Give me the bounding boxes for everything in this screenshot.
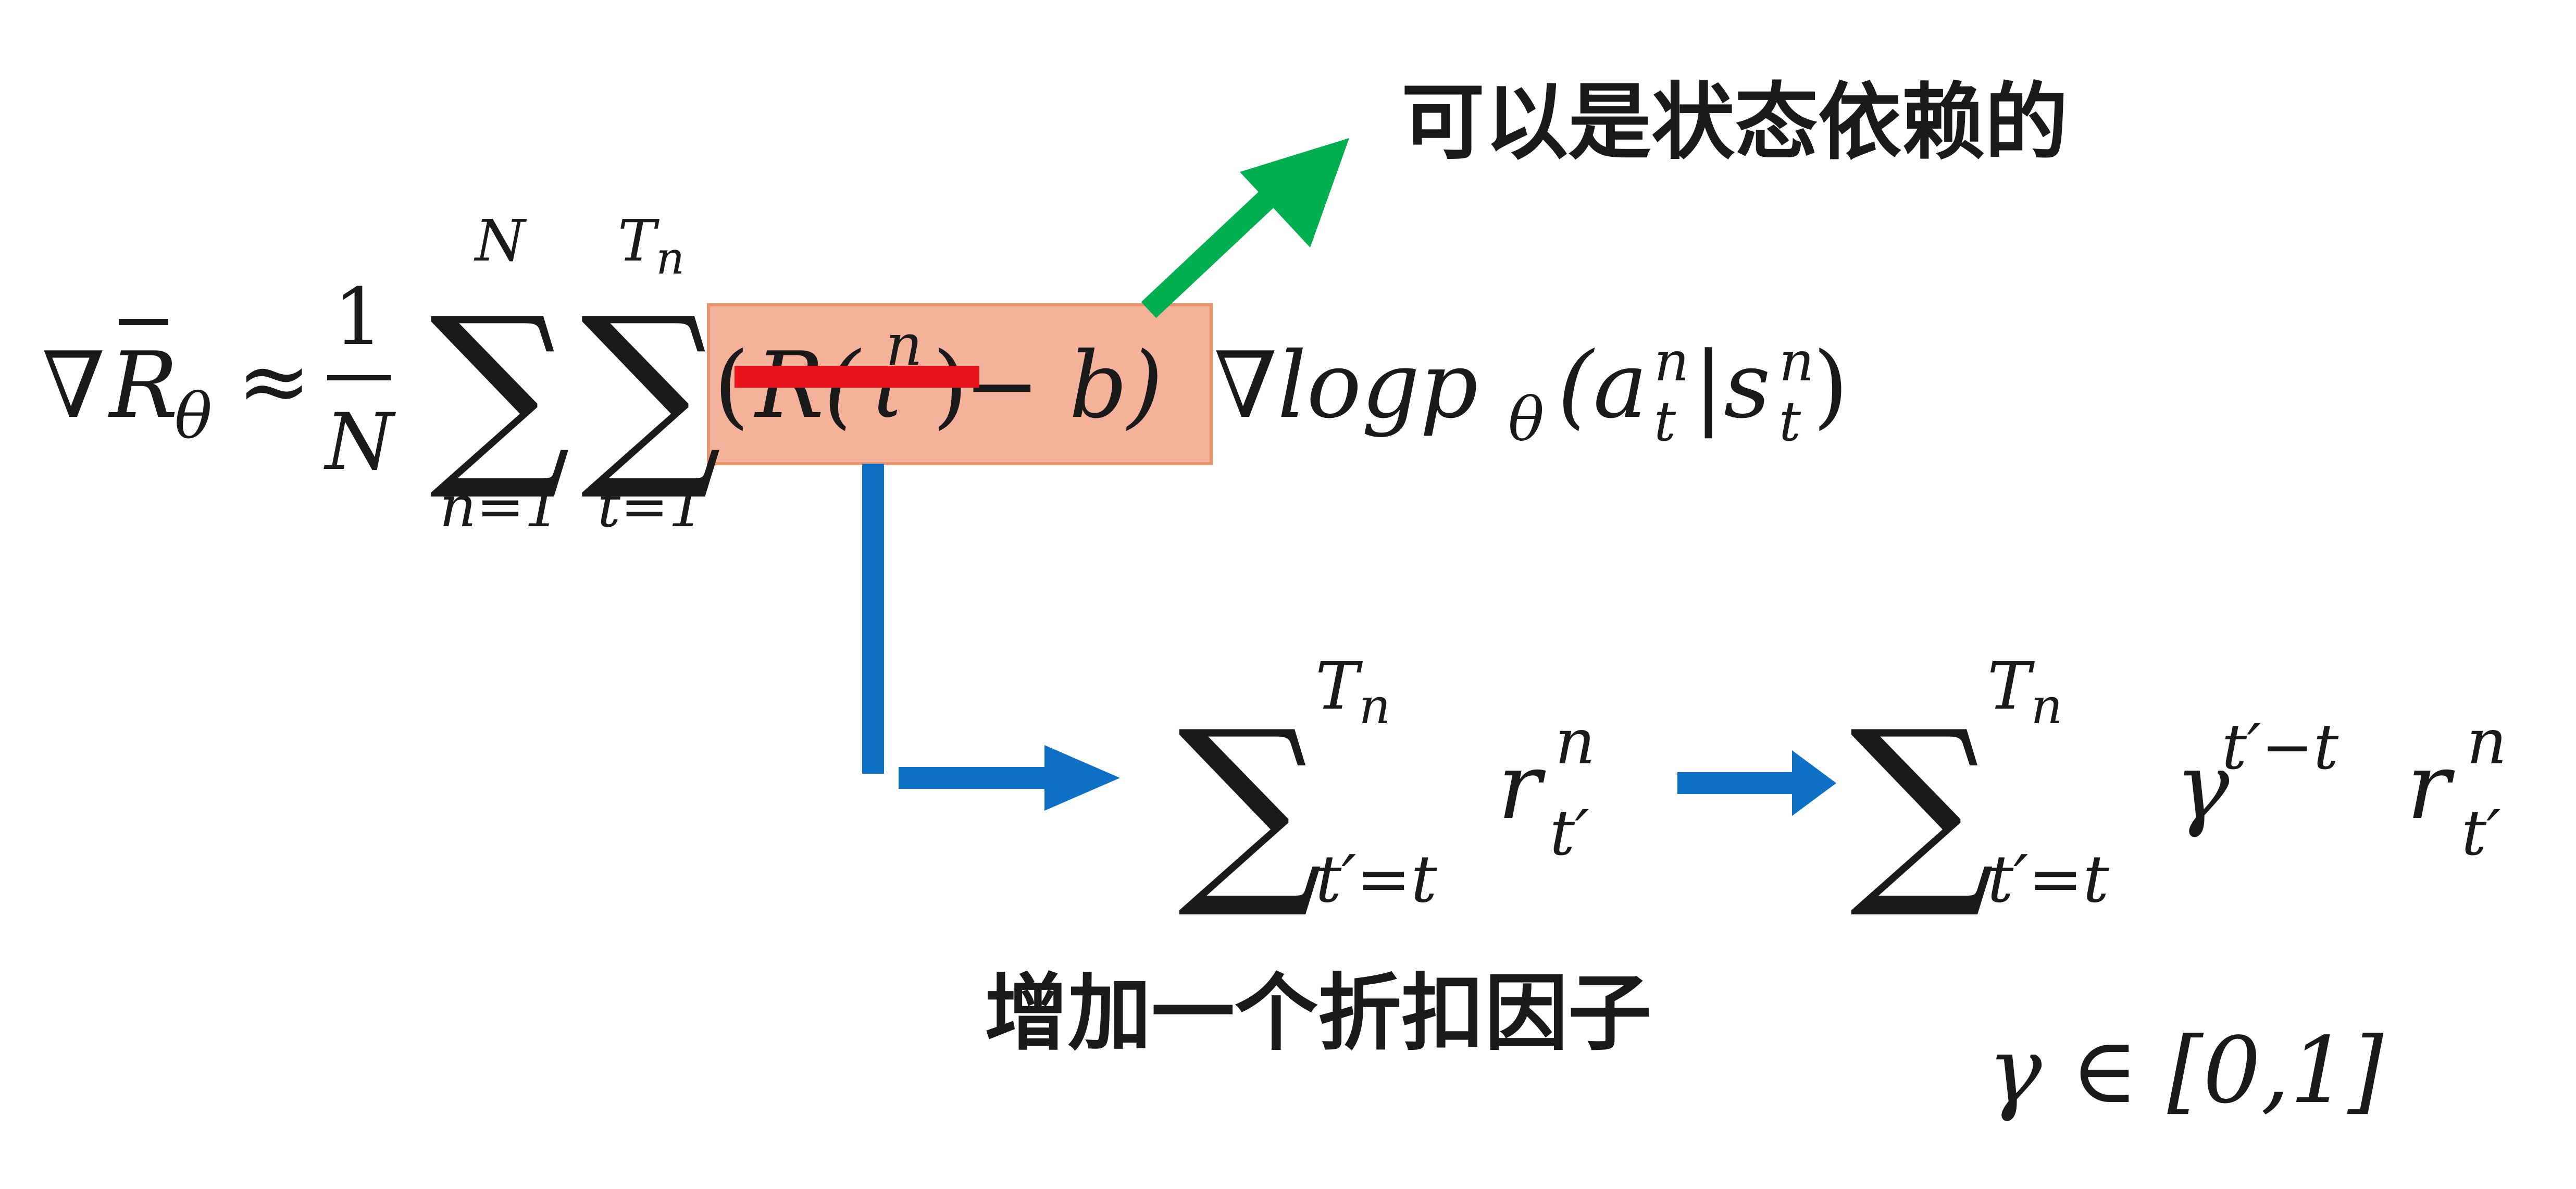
sum-t-lower: t=1 <box>598 473 705 540</box>
nabla-symbol: ∇ <box>42 333 105 439</box>
fraction-denominator: N <box>323 397 396 488</box>
s-superscript: n <box>1779 330 1814 393</box>
disc-sigma: ∑ <box>1850 687 1995 923</box>
R-symbol: R <box>108 333 178 439</box>
p-theta-subscript: θ <box>1508 385 1544 455</box>
state-dependent-label: 可以是状态依赖的 <box>1401 73 2068 171</box>
sum-t-upper: Tn <box>618 207 685 284</box>
sum-t-sigma: ∑ <box>580 275 721 505</box>
gamma-range-label: γ ∈ [0,1] <box>1987 1018 2384 1124</box>
fraction-numerator: 1 <box>333 272 383 363</box>
disc-reward-sub: t′ <box>2461 797 2500 870</box>
fraction-bar <box>327 375 391 380</box>
theta-subscript: θ <box>175 380 212 453</box>
sum-n-lower: n=1 <box>440 473 561 540</box>
disc-reward-sup: n <box>2467 706 2507 778</box>
a-superscript: n <box>1654 330 1689 393</box>
disc-upper-limit: Tn <box>1987 649 2063 735</box>
blue-right-arrow <box>1677 750 1836 816</box>
given-s: |s <box>1693 333 1771 439</box>
disc-reward-r: r <box>2407 734 2455 840</box>
rtg-upper-limit: Tn <box>1315 649 1391 735</box>
rtg-sigma: ∑ <box>1178 687 1323 923</box>
rtg-reward-r: r <box>1498 734 1546 840</box>
s-subscript: t <box>1779 390 1801 453</box>
disc-lower-limit: t′=t <box>1987 841 2109 917</box>
rtg-reward-sub: t′ <box>1550 797 1589 870</box>
discount-factor-label: 增加一个折扣因子 <box>985 964 1651 1062</box>
args-close: ) <box>1813 333 1848 439</box>
green-arrow <box>1141 138 1349 318</box>
args-open: (a <box>1558 333 1648 439</box>
sum-n-upper: N <box>474 207 527 274</box>
R-bar-overline <box>119 319 168 325</box>
blue-elbow-arrow <box>862 464 1120 811</box>
approx-sign: ≈ <box>237 330 311 433</box>
strike-through-line <box>735 366 979 388</box>
disc-gamma-exponent: t′−t <box>2222 711 2339 784</box>
rtg-reward-sup: n <box>1555 706 1595 778</box>
rtg-lower-limit: t′=t <box>1315 841 1437 917</box>
a-subscript: t <box>1654 390 1676 453</box>
minus-b: − b) <box>964 333 1163 439</box>
discounted-reward-sum: ∑ Tn t′=t γ t′−t r n t′ <box>1850 649 2507 923</box>
reward-to-go-sum: ∑ Tn t′=t r n t′ <box>1178 649 1596 923</box>
grad-log-p: ∇logp <box>1214 333 1478 439</box>
disc-gamma: γ <box>2175 734 2230 840</box>
policy-gradient-formula: ∇ R θ ≈ 1 N N ∑ n=1 Tn ∑ t=1 ( R(τ n ) −… <box>42 207 1848 540</box>
sum-n-sigma: ∑ <box>429 275 570 505</box>
